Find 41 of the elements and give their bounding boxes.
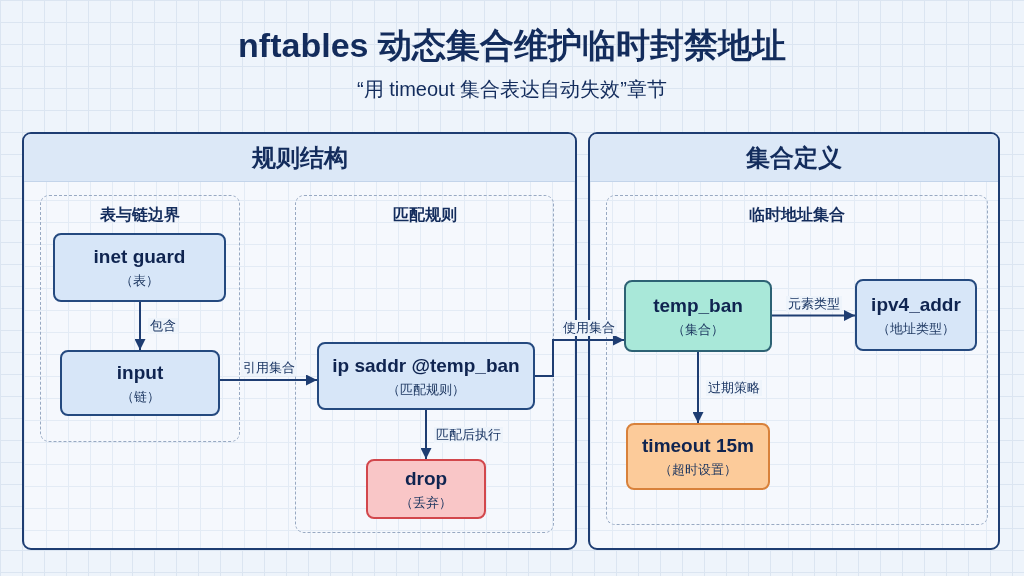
process-box — [366, 459, 486, 519]
process-box — [624, 280, 772, 352]
arrow — [420, 409, 432, 460]
dashed-group-box — [295, 195, 554, 533]
title: nftables 动态集合维护临时封禁地址 — [238, 25, 786, 65]
node-title: ipv4_addr — [871, 292, 961, 317]
group-title: 临时地址集合 — [749, 205, 845, 225]
panel-header: 集合定义 — [590, 134, 998, 182]
process-box — [626, 423, 770, 490]
group-title: 匹配规则 — [392, 205, 457, 225]
edge-label: 使用集合 — [560, 320, 617, 336]
node-title: input — [116, 360, 164, 385]
group-title: 表与链边界 — [100, 205, 180, 225]
node-subtitle: （链） — [120, 387, 160, 406]
panel-header: 规则结构 — [24, 134, 575, 182]
subtitle: “用 timeout 集合表达自动失效”章节 — [357, 77, 667, 102]
node-subtitle: （集合） — [672, 320, 724, 339]
dashed-group-box — [40, 195, 240, 442]
arrow — [692, 351, 704, 424]
edge-label: 引用集合 — [240, 360, 297, 376]
node-subtitle: （地址类型） — [877, 319, 955, 338]
arrow — [534, 334, 625, 377]
process-box — [317, 342, 535, 410]
node-subtitle: （超时设置） — [659, 461, 737, 479]
node-subtitle: （丢弃） — [400, 493, 452, 512]
node-title: temp_ban — [653, 293, 743, 318]
panel — [22, 132, 577, 550]
panel — [588, 132, 1000, 550]
node-subtitle: （表） — [120, 272, 159, 290]
process-box — [53, 233, 226, 302]
arrow — [134, 301, 146, 351]
node-title: drop — [404, 466, 448, 491]
arrow — [219, 374, 318, 386]
process-box — [60, 350, 220, 416]
node-title: inet guard — [93, 245, 186, 269]
arrow — [771, 310, 856, 321]
edge-label: 包含 — [148, 318, 178, 334]
node-subtitle: （匹配规则） — [387, 380, 465, 399]
node-title: ip saddr @temp_ban — [332, 353, 520, 378]
node-title: timeout 15m — [642, 434, 754, 458]
process-box — [855, 279, 977, 351]
